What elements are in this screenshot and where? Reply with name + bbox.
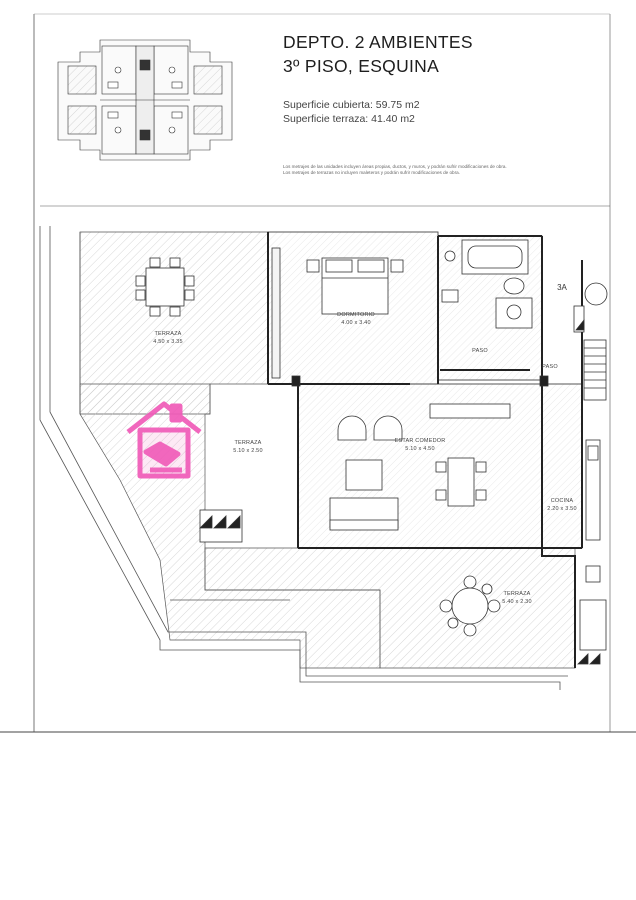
room-terraza-3-name: TERRAZA [503,591,530,597]
room-terraza-3-size: 5.40 x 2.30 [502,599,531,605]
room-terraza-1-name: TERRAZA [154,331,181,337]
room-terraza-2-name: TERRAZA [234,440,261,446]
room-terraza-1-size: 4.50 x 3.35 [153,339,182,345]
key-plan [57,39,233,161]
notes: Los metrajes de las unidades incluyen ár… [283,164,507,176]
unit-title: DEPTO. 2 AMBIENTES [283,32,473,52]
room-estar-comedor-size: 5.10 x 4.50 [405,446,434,452]
terrace-area: Superficie terraza: 41.40 m2 [283,113,415,125]
unit-tag: 3A [557,283,567,292]
furniture [135,239,608,665]
note-line: Los metrajes de las unidades incluyen ár… [283,164,507,169]
room-estar-comedor-name: ESTAR COMEDOR [395,438,446,444]
unit-subtitle: 3º PISO, ESQUINA [283,56,440,76]
note-line: Los metrajes de terrazas no incluyen mal… [283,170,460,175]
room-paso-1-name: PASO [472,348,488,354]
room-paso-2-name: PASO [542,364,558,370]
room-cocina-name: COCINA [551,498,574,504]
interior-areas [267,231,583,549]
house-watermark-icon [126,401,202,479]
room-cocina-size: 2.20 x 3.50 [547,506,576,512]
walls [267,232,583,668]
sheet-frame [0,13,636,733]
covered-area: Superficie cubierta: 59.75 m2 [283,99,420,111]
title-block: DEPTO. 2 AMBIENTES 3º PISO, ESQUINA Supe… [283,30,613,126]
room-dormitorio-name: DORMITORIO [337,312,375,318]
room-terraza-2-size: 5.10 x 2.50 [233,448,262,454]
room-labels: TERRAZA 4.50 x 3.35 DORMITORIO 4.00 x 3.… [153,283,576,605]
terrace-boundaries [39,226,568,690]
room-dormitorio-size: 4.00 x 3.40 [341,320,370,326]
area-summary: Superficie cubierta: 59.75 m2 Superficie… [283,98,613,126]
